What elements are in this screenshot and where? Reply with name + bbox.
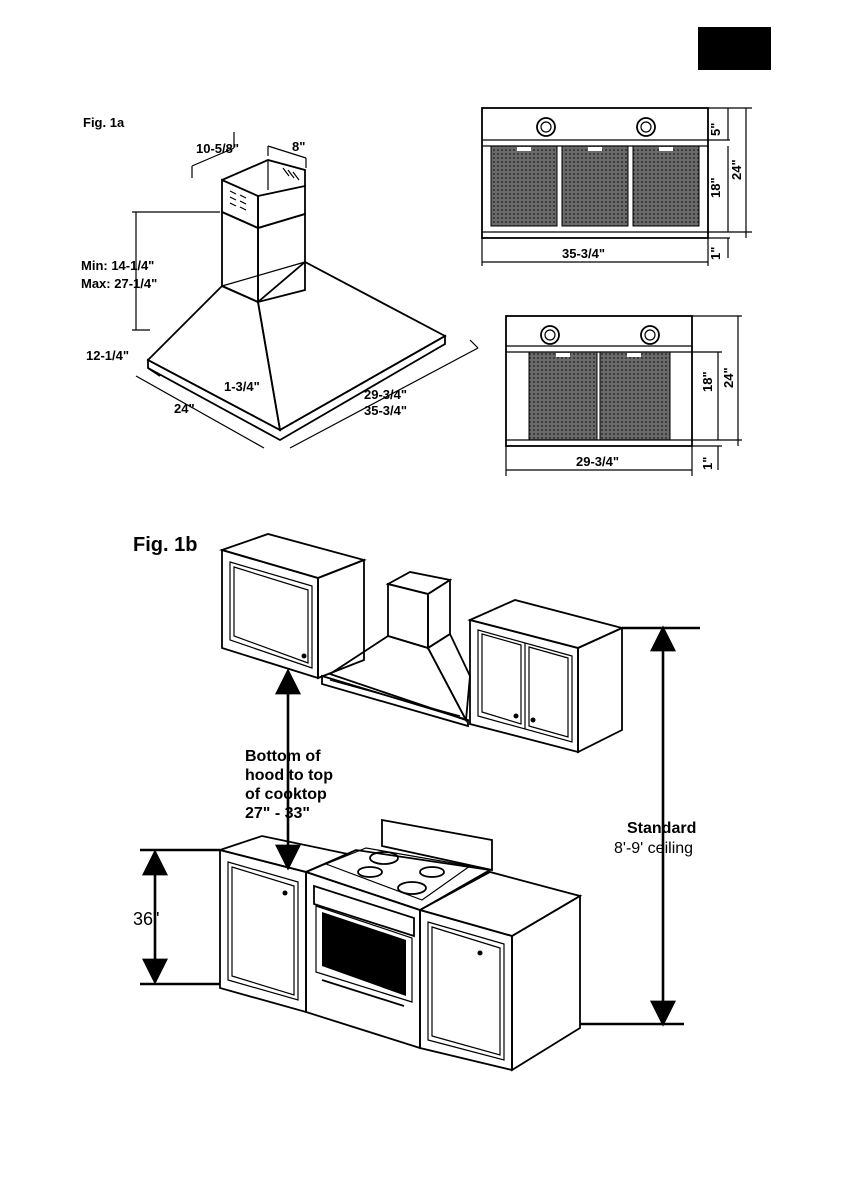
dim-max-height: Max: 27-1/4" — [81, 276, 157, 291]
dim-bottom-large: 1" — [708, 247, 723, 260]
front-view-large — [482, 108, 708, 238]
dim-total-large: 24" — [729, 159, 744, 180]
clearance-label-line3: of cooktop — [245, 786, 327, 803]
dim-top-large: 5" — [708, 123, 723, 136]
dim-skirt-height: 12-1/4" — [86, 348, 129, 363]
fig1b-upper-cabinet-left — [222, 534, 364, 678]
fig1a-labels: Fig. 1a 10-5/8" 8" Min: 14-1/4" Max: 27-… — [81, 115, 407, 418]
dim-width-small: 29-3/4" — [364, 387, 407, 402]
dim-width-front-large: 35-3/4" — [562, 246, 605, 261]
clearance-label-line2: hood to top — [245, 767, 333, 784]
fig1b-upper-cabinet-right — [470, 600, 622, 752]
clearance-label-line1: Bottom of — [245, 748, 321, 765]
dim-chimney-width: 10-5/8" — [196, 141, 239, 156]
dim-edge: 1-3/4" — [224, 379, 260, 394]
fig1b-range — [306, 820, 492, 1048]
fig1b-lower-cabinet-right — [420, 872, 580, 1070]
counter-height-label: 36" — [133, 909, 159, 929]
ceiling-label-line2: 8'-9' ceiling — [614, 840, 693, 857]
fig1b-hood — [322, 572, 470, 726]
clearance-label-line4: 27" - 33" — [245, 805, 310, 822]
dim-min-height: Min: 14-1/4" — [81, 258, 154, 273]
dim-bottom-small: 1" — [700, 457, 715, 470]
ceiling-label-line1: Standard — [627, 820, 696, 837]
dim-total-small: 24" — [721, 367, 736, 388]
fig1b-labels: Bottom of hood to top of cooktop 27" - 3… — [133, 748, 696, 929]
front-view-small — [506, 316, 692, 446]
dim-filter-large: 18" — [708, 177, 723, 198]
fig1b-title: Fig. 1b — [133, 534, 197, 556]
dim-width-large: 35-3/4" — [364, 403, 407, 418]
fig1a-title: Fig. 1a — [83, 115, 125, 130]
dim-filter-small: 18" — [700, 371, 715, 392]
dim-depth: 24" — [174, 401, 195, 416]
dim-chimney-depth: 8" — [292, 139, 305, 154]
dim-width-front-small: 29-3/4" — [576, 454, 619, 469]
